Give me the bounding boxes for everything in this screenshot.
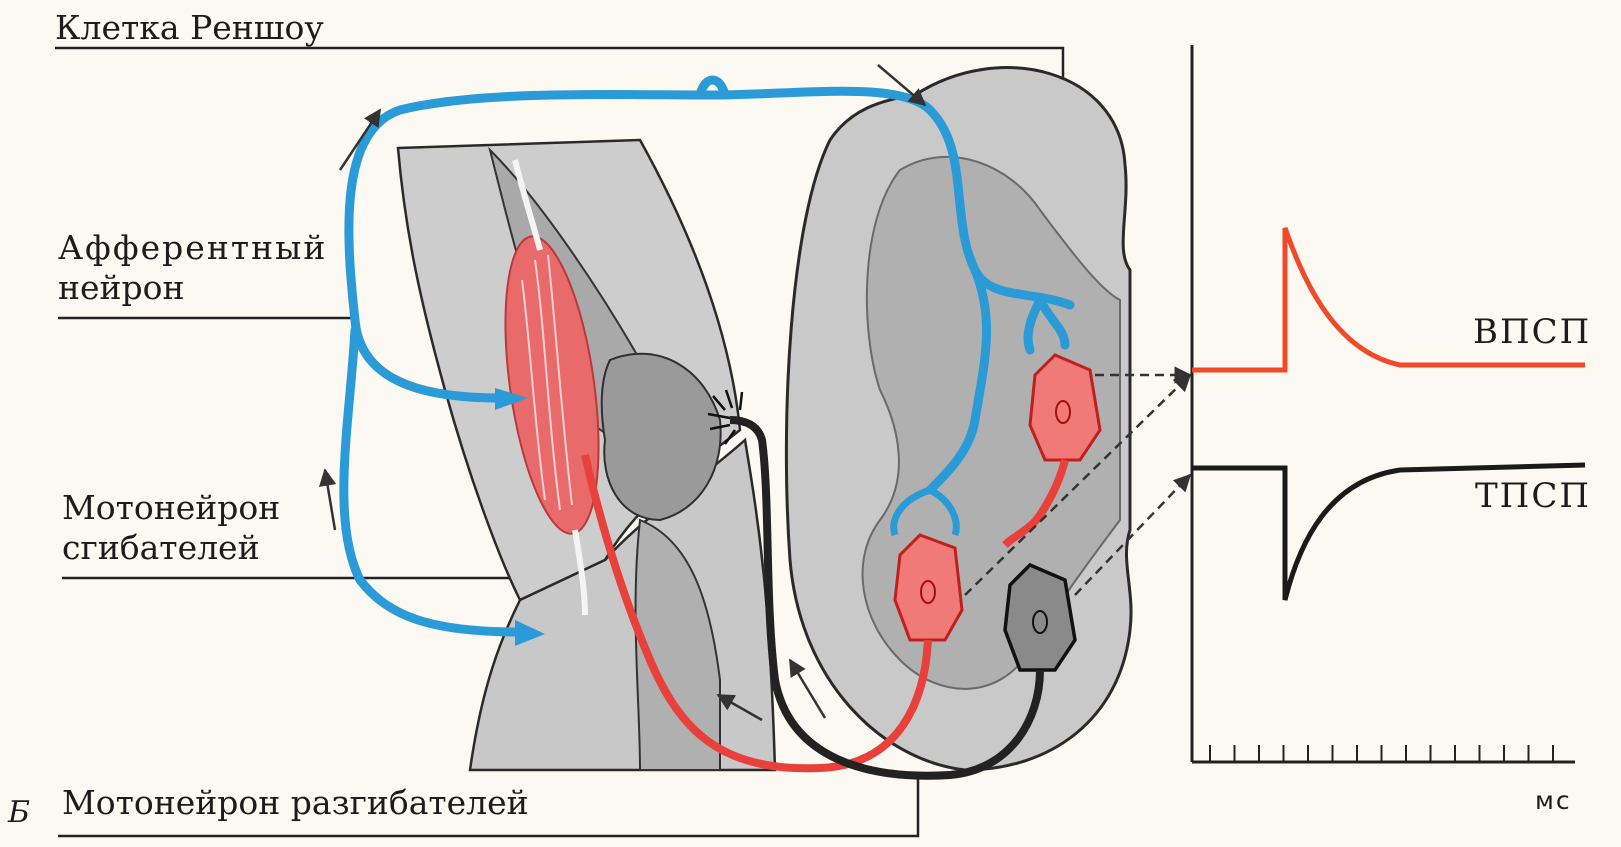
time-unit-label: мс (1535, 786, 1572, 815)
ipsp-label: ТПСП (1475, 476, 1591, 516)
extensor-motoneuron-label: Мотонейрон разгибателей (62, 783, 529, 823)
flexor-motoneuron-label-line1: Мотонейрон (62, 488, 280, 528)
panel-letter: Б (8, 795, 30, 830)
renshaw-cell-label: Клетка Реншоу (55, 8, 324, 48)
epsp-label: ВПСП (1473, 312, 1591, 352)
flexor-motoneuron-label-line2: сгибателей (62, 528, 260, 568)
arrow-up-lower (325, 470, 335, 530)
time-ticks (1210, 745, 1553, 762)
afferent-neuron-label-line1: Афферентный (58, 228, 327, 268)
flexor-motoneuron-body (895, 535, 962, 640)
afferent-neuron-label-line2: нейрон (58, 268, 185, 308)
extensor-motoneuron-body (1030, 355, 1100, 460)
recording-panel (1192, 45, 1585, 762)
arrow-renshaw (790, 660, 825, 718)
renshaw-cell-body (1005, 565, 1075, 670)
